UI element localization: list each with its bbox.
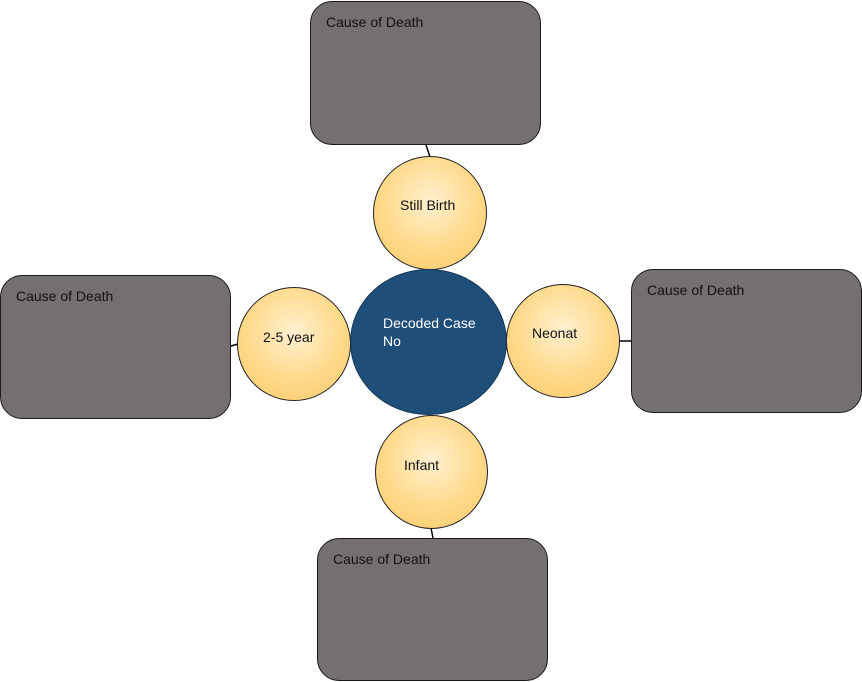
cause-of-death-box-neonat: Cause of Death: [631, 269, 862, 413]
cause-of-death-box-still-birth: Cause of Death: [310, 1, 541, 145]
center-node: Decoded Case No: [350, 269, 507, 415]
category-circle-two-five-year: 2-5 year: [237, 287, 351, 401]
category-circle-infant: Infant: [375, 415, 488, 529]
cause-of-death-label: Cause of Death: [326, 14, 424, 30]
category-label: Still Birth: [400, 197, 456, 213]
connector-infant: [430, 527, 434, 539]
center-label: Decoded Case No: [383, 315, 476, 349]
category-label: Neonat: [532, 325, 578, 341]
connector-still-birth: [425, 144, 431, 158]
category-label: Infant: [404, 457, 440, 473]
cause-of-death-box-two-five-year: Cause of Death: [0, 275, 231, 419]
category-circle-neonat: Neonat: [506, 284, 620, 398]
category-circle-still-birth: Still Birth: [373, 156, 487, 270]
category-label: 2-5 year: [263, 329, 315, 345]
cause-of-death-label: Cause of Death: [16, 288, 114, 304]
cause-of-death-box-infant: Cause of Death: [317, 538, 548, 681]
connector-two-five-year: [230, 343, 239, 347]
cause-of-death-label: Cause of Death: [333, 551, 431, 567]
cause-of-death-label: Cause of Death: [647, 282, 745, 298]
